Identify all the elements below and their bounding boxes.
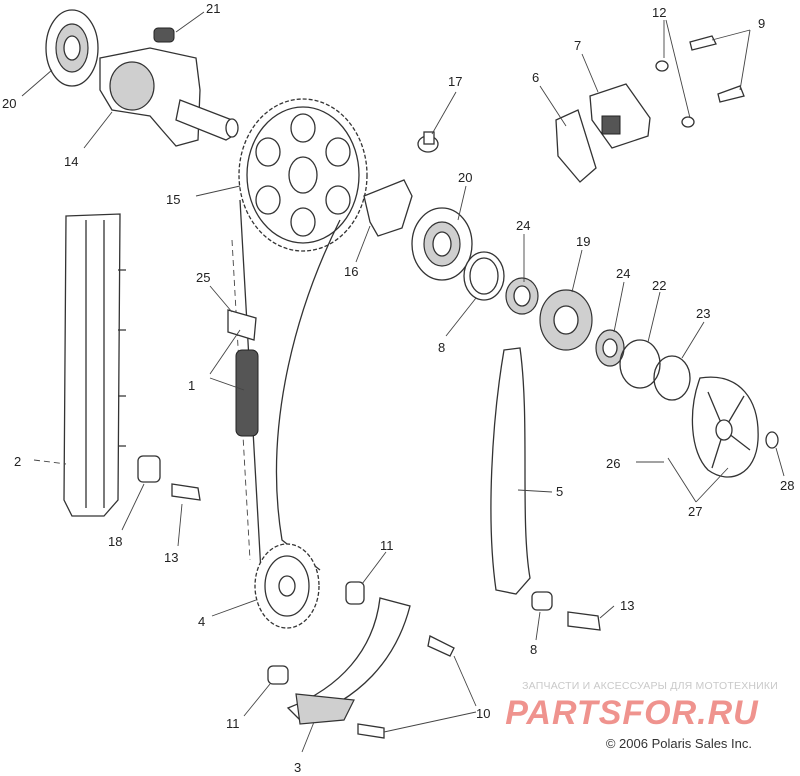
clip-part-28: [765, 431, 779, 449]
camshaft-part-14: [99, 47, 239, 147]
callout-20-b: 20: [458, 170, 472, 185]
washer-part-12: [655, 60, 695, 128]
callout-10: 10: [476, 706, 490, 721]
callout-11-b: 11: [226, 716, 240, 731]
watermark-logo-text: PARTSFOR.RU: [505, 694, 759, 731]
callout-18: 18: [108, 534, 122, 549]
callout-6: 6: [532, 70, 539, 85]
spring-part-21: [153, 27, 175, 43]
gasket-part-6: [555, 109, 597, 183]
callout-13-b: 13: [620, 598, 634, 613]
callout-17: 17: [448, 74, 462, 89]
callout-19: 19: [576, 234, 590, 249]
callout-22: 22: [652, 278, 666, 293]
callout-27: 27: [688, 504, 702, 519]
dowel-part-8: [531, 591, 553, 611]
callout-12: 12: [652, 5, 666, 20]
tensioner-part-7: [589, 83, 651, 149]
o-ring-part-23: [653, 355, 691, 401]
callout-26: 26: [606, 456, 620, 471]
callout-16: 16: [344, 264, 358, 279]
chain-guide-part-3: [286, 597, 411, 725]
callout-24: 24: [516, 218, 530, 233]
callout-20: 20: [2, 96, 16, 111]
bearing-part-24-b: [595, 329, 625, 367]
copyright-notice: © 2006 Polaris Sales Inc.: [605, 736, 752, 751]
callout-8-b: 8: [530, 642, 537, 657]
impeller-part-27: [691, 376, 759, 478]
callout-8: 8: [438, 340, 445, 355]
watermark-caption: ЗАПЧАСТИ И АКСЕССУАРЫ ДЛЯ МОТОТЕХНИКИ: [522, 680, 778, 692]
chain-guide-part-2: [63, 213, 126, 517]
dowel-part-18: [137, 455, 161, 483]
callout-14: 14: [64, 154, 78, 169]
bearing-part-20: [45, 9, 99, 87]
bolt-part-13-b: [567, 611, 601, 631]
callout-11: 11: [380, 538, 394, 553]
callout-23: 23: [696, 306, 710, 321]
callout-28: 28: [780, 478, 794, 493]
chain-link-part-25: [227, 309, 257, 341]
cam-sprocket-part-15: [238, 98, 368, 252]
callout-2: 2: [14, 454, 21, 469]
callout-3: 3: [294, 760, 301, 775]
callout-15: 15: [166, 192, 180, 207]
callout-1: 1: [188, 378, 195, 393]
chain-links-part-1: [235, 349, 259, 437]
o-ring-part-22: [619, 339, 661, 389]
callout-7: 7: [574, 38, 581, 53]
bolt-part-10: [357, 635, 455, 739]
callout-5: 5: [556, 484, 563, 499]
bracket-part-16: [363, 179, 413, 237]
bolt-part-13: [171, 483, 201, 501]
washer-part-8: [463, 251, 505, 301]
bolt-part-9: [689, 35, 745, 103]
callout-4: 4: [198, 614, 205, 629]
bolt-part-17: [417, 131, 439, 153]
bearing-part-20-b: [411, 207, 473, 281]
callout-25: 25: [196, 270, 210, 285]
callout-9: 9: [758, 16, 765, 31]
seal-part-19: [539, 289, 593, 351]
bearing-part-24: [505, 277, 539, 315]
callout-24-b: 24: [616, 266, 630, 281]
dowel-part-11-b: [267, 665, 289, 685]
dowel-part-11: [345, 581, 365, 605]
callout-21: 21: [206, 1, 220, 16]
leader-lines: [21, 11, 785, 753]
watermark-logo: PARTSFOR.RU: [505, 694, 759, 731]
crank-sprocket-part-4: [254, 543, 320, 629]
chain-guide-part-5: [490, 347, 531, 595]
callout-13: 13: [164, 550, 178, 565]
